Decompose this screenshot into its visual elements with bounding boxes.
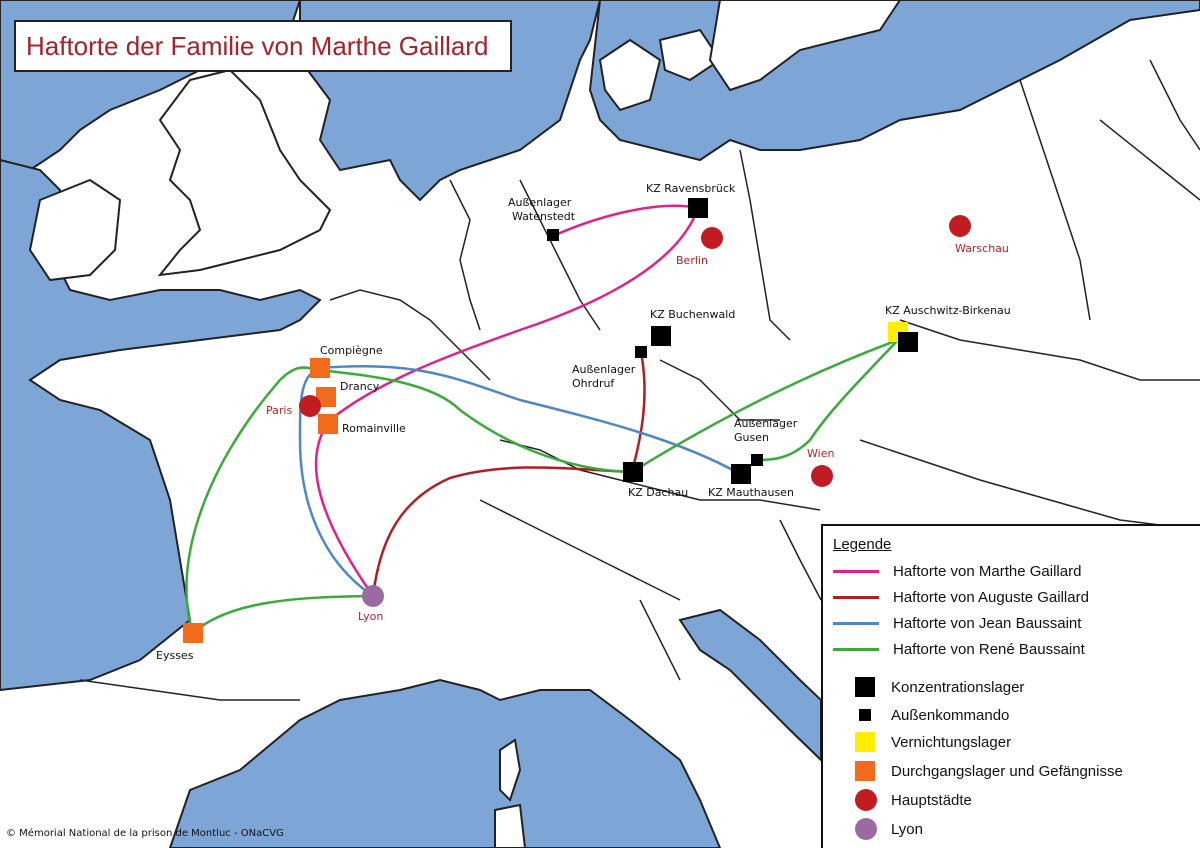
ireland (28, 178, 122, 282)
label-dachau: KZ Dachau (628, 486, 688, 499)
legend-route-label: Haftorte von Marthe Gaillard (893, 562, 1082, 580)
red-circle-icon (855, 789, 877, 811)
yellow-square-icon (855, 732, 875, 752)
marker-buchenwald[interactable] (651, 326, 671, 346)
legend-route-auguste: Haftorte von Auguste Gaillard (833, 586, 1089, 608)
marker-watenstedt[interactable] (547, 229, 559, 241)
label-warschau: Warschau (955, 242, 1009, 255)
legend-symbol-label: Hauptstädte (891, 791, 972, 809)
legend-title: Legende (833, 536, 892, 553)
label-gusen-2: Gusen (734, 431, 769, 444)
route-rene (185, 338, 899, 634)
markers (183, 198, 971, 643)
label-ohrdruf-2: Ohrdruf (572, 377, 615, 390)
orange-square-icon (855, 761, 875, 781)
legend-route-label: Haftorte von René Baussaint (893, 640, 1085, 658)
place-labels: KZ Ravensbrück Außenlager Watenstedt Ber… (156, 182, 1011, 662)
legend-route-label: Haftorte von Jean Baussaint (893, 614, 1082, 632)
marker-dachau[interactable] (623, 462, 643, 482)
marker-drancy[interactable] (316, 387, 336, 407)
label-gusen-1: Außenlager (734, 417, 798, 430)
route-auguste (371, 351, 646, 597)
label-ravensbrueck: KZ Ravensbrück (646, 182, 736, 195)
marker-compiegne[interactable] (310, 358, 330, 378)
marker-mauthausen[interactable] (731, 464, 751, 484)
legend-symbol-aussenkommando: Außenkommando (833, 704, 1009, 726)
black-square-large-icon (855, 677, 875, 697)
legend-route-jean: Haftorte von Jean Baussaint (833, 612, 1081, 634)
legend-line-blue (833, 621, 879, 625)
great-britain (157, 68, 332, 277)
legend-symbol-lyon: Lyon (833, 818, 923, 840)
label-buchenwald: KZ Buchenwald (650, 308, 735, 321)
legend-symbol-hauptstadt: Hauptstädte (833, 789, 972, 811)
label-auschwitz: KZ Auschwitz-Birkenau (885, 304, 1011, 317)
marker-romainville[interactable] (318, 414, 338, 434)
marker-warschau[interactable] (949, 215, 971, 237)
purple-circle-icon (855, 818, 877, 840)
legend-route-marthe: Haftorte von Marthe Gaillard (833, 560, 1081, 582)
label-compiegne: Compiègne (320, 344, 383, 357)
legend-route-rene: Haftorte von René Baussaint (833, 638, 1085, 660)
label-drancy: Drancy (340, 380, 380, 393)
legend-symbol-label: Außenkommando (891, 706, 1010, 724)
legend-line-green (833, 647, 879, 651)
marker-ravensbrueck[interactable] (688, 198, 708, 218)
mediterranean-sea (168, 678, 722, 848)
legend-symbol-label: Vernichtungslager (891, 733, 1012, 751)
label-mauthausen: KZ Mauthausen (708, 486, 794, 499)
legend-symbol-durchgang: Durchgangslager und Gefängnisse (833, 760, 1123, 782)
route-jean (298, 364, 741, 598)
label-watenstedt-1: Außenlager (508, 196, 572, 209)
sardinia (494, 803, 527, 848)
sweden-south (708, 0, 902, 92)
legend-symbol-kz: Konzentrationslager (833, 676, 1024, 698)
label-lyon: Lyon (358, 610, 383, 623)
marker-berlin[interactable] (701, 227, 723, 249)
legend-symbol-label: Lyon (891, 820, 923, 838)
label-eysses: Eysses (156, 649, 194, 662)
danish-island (658, 28, 722, 82)
label-watenstedt-2: Watenstedt (512, 210, 576, 223)
label-berlin: Berlin (676, 254, 708, 267)
legend-route-label: Haftorte von Auguste Gaillard (893, 588, 1089, 606)
marker-gusen[interactable] (751, 454, 763, 466)
legend-line-darkred (833, 595, 879, 599)
legend-symbol-label: Durchgangslager und Gefängnisse (891, 762, 1123, 780)
marker-lyon[interactable] (362, 585, 384, 607)
marker-auschwitz[interactable] (898, 332, 918, 352)
legend-symbol-label: Konzentrationslager (891, 678, 1025, 696)
credit-text: © Mémorial National de la prison de Mont… (6, 828, 284, 839)
corsica (499, 738, 522, 802)
legend: Legende Haftorte von Marthe Gaillard Haf… (821, 524, 1200, 848)
routes (185, 204, 899, 634)
legend-symbol-vernichtung: Vernichtungslager (833, 731, 1011, 753)
route-rene-eysses-lyon (192, 594, 374, 634)
map-title-box: Haftorte der Familie von Marthe Gaillard (14, 20, 512, 72)
marker-paris[interactable] (299, 395, 321, 417)
route-marthe (314, 204, 700, 597)
marker-wien[interactable] (811, 465, 833, 487)
legend-line-pink (833, 569, 879, 573)
map-title: Haftorte der Familie von Marthe Gaillard (26, 31, 489, 61)
marker-ohrdruf[interactable] (635, 346, 647, 358)
country-borders (79, 59, 1200, 701)
label-wien: Wien (807, 447, 834, 460)
label-romainville: Romainville (342, 422, 406, 435)
marker-eysses[interactable] (183, 623, 203, 643)
label-ohrdruf-1: Außenlager (572, 363, 636, 376)
black-square-small-icon (859, 709, 871, 721)
denmark (598, 38, 662, 112)
label-paris: Paris (266, 404, 292, 417)
